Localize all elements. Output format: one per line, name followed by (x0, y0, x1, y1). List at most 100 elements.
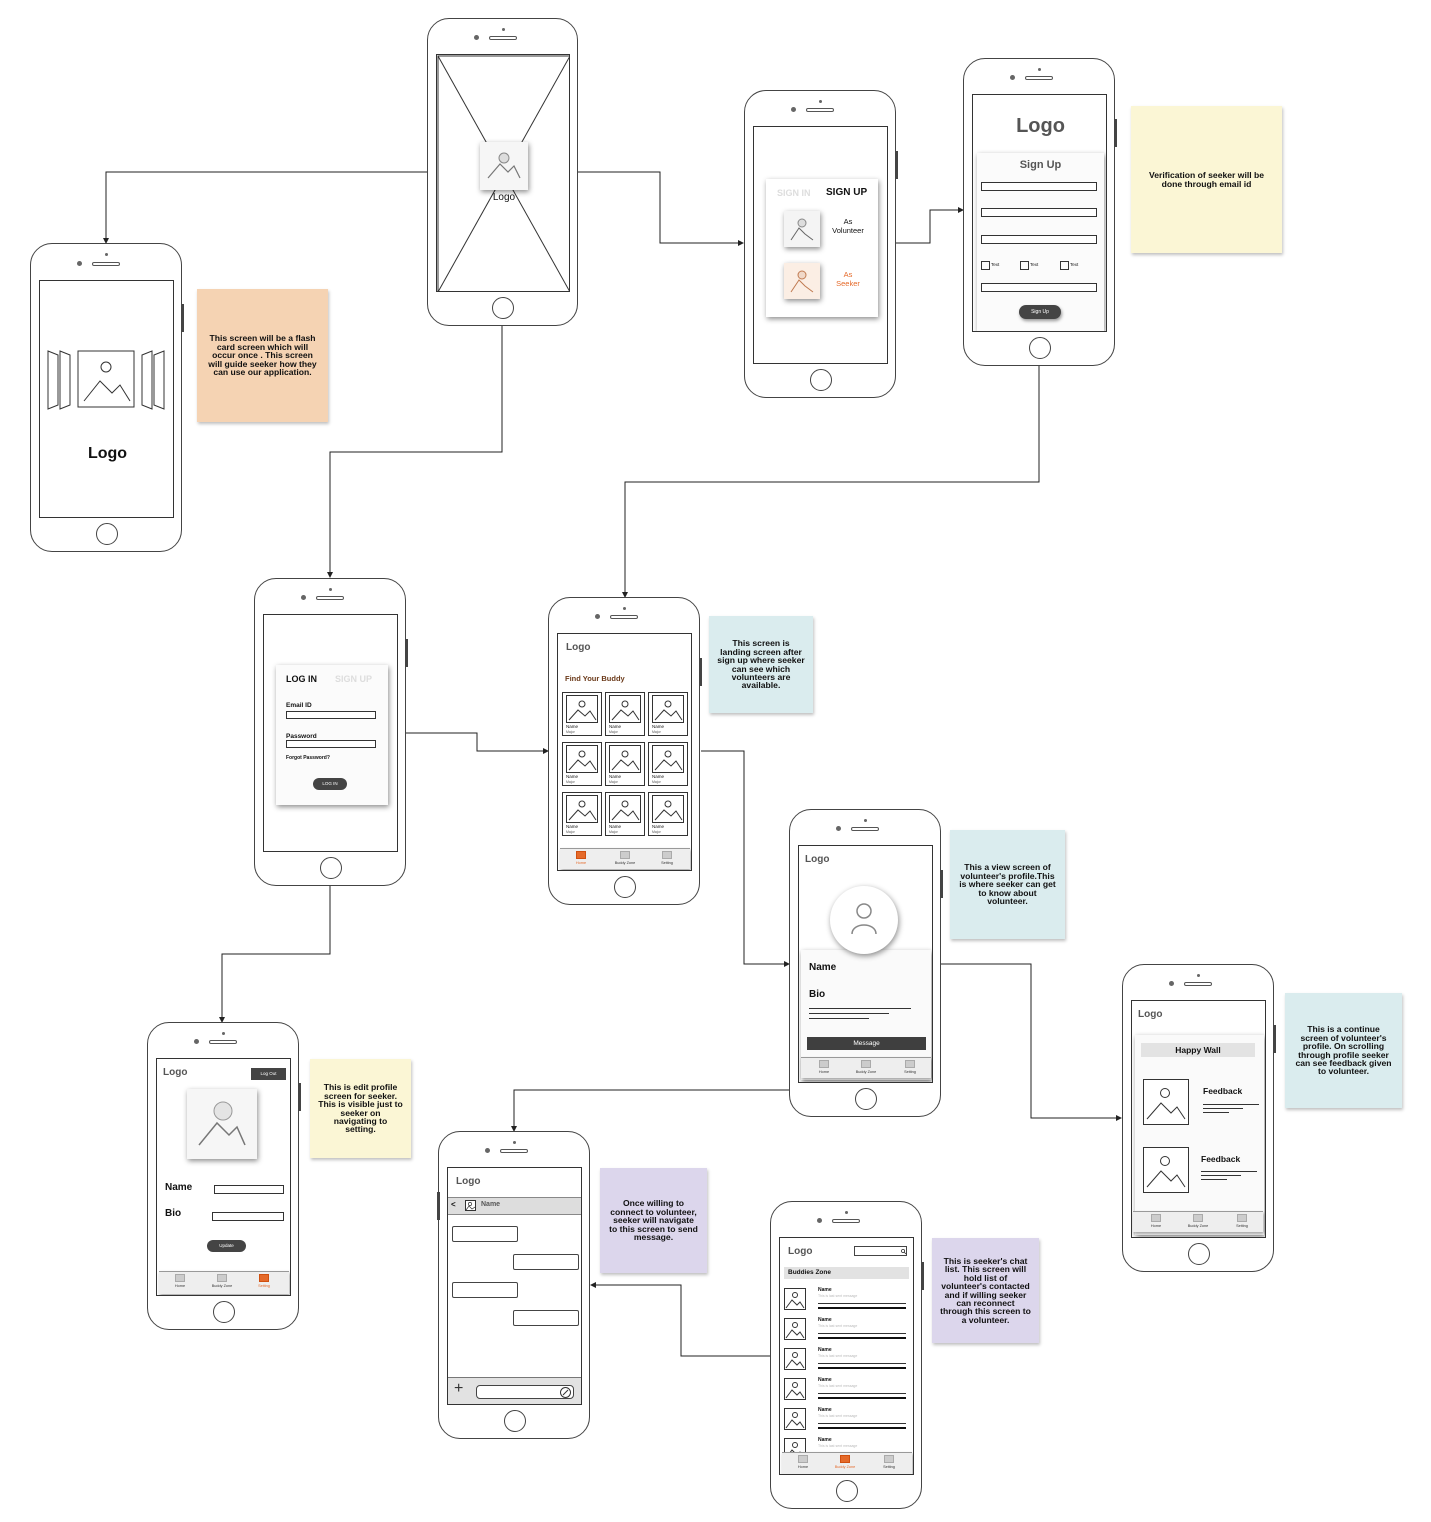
forgot-password-link[interactable]: Forgot Password? (286, 755, 330, 761)
volunteer-label[interactable]: As Volunteer (832, 217, 864, 235)
tab-setting[interactable]: Setting (661, 861, 673, 865)
wire-choice-to-signup (896, 207, 964, 244)
home-button[interactable] (320, 857, 342, 879)
tab-buddy-zone[interactable]: Buddy Zone (211, 1284, 233, 1288)
wire-splash-to-flashcard (103, 171, 427, 244)
home-button[interactable] (836, 1480, 858, 1502)
seeker-avatar[interactable] (784, 263, 820, 299)
contact-name: Name (818, 1407, 832, 1413)
tab-buddy-zone[interactable]: Buddy Zone (855, 1070, 877, 1074)
tab-home[interactable]: Home (818, 1070, 830, 1074)
tab-setting[interactable]: Setting (904, 1070, 916, 1074)
signup-field-2[interactable] (981, 208, 1097, 217)
back-button[interactable]: < (451, 1200, 456, 1209)
checkbox-2[interactable] (1020, 261, 1029, 270)
message-button[interactable]: Message (807, 1037, 926, 1050)
home-tab-icon[interactable] (798, 1455, 808, 1463)
home-tab-icon[interactable] (175, 1274, 185, 1282)
tab-signin[interactable]: SIGN IN (777, 188, 811, 198)
happy-wall-card: Happy Wall Feedback Feedback Home (1133, 1035, 1264, 1235)
signup-field-1[interactable] (981, 182, 1097, 191)
choice-card: SIGN IN SIGN UP As Volunteer As Seeker (766, 179, 878, 317)
home-button[interactable] (810, 369, 832, 391)
home-button[interactable] (614, 876, 636, 898)
home-button[interactable] (1188, 1243, 1210, 1265)
tab-signup[interactable]: SIGN UP (826, 187, 868, 198)
tab-home[interactable]: Home (1150, 1224, 1162, 1228)
setting-tab-icon[interactable] (662, 851, 672, 859)
logout-button[interactable]: Log Out (251, 1068, 286, 1080)
tab-buddy-zone[interactable]: Buddy Zone (614, 861, 636, 865)
volunteer-avatar[interactable] (784, 211, 820, 247)
tab-home[interactable]: Home (797, 1465, 809, 1469)
image-icon (609, 745, 641, 773)
tab-bar: Home Buddy Zone Setting (1133, 1211, 1263, 1232)
home-button[interactable] (96, 523, 118, 545)
avatar[interactable] (187, 1089, 257, 1159)
home-button[interactable] (492, 297, 514, 319)
email-field[interactable] (286, 711, 376, 719)
buddy-zone-tab-icon[interactable] (620, 851, 630, 859)
tab-setting[interactable]: Setting (883, 1465, 895, 1469)
tab-setting[interactable]: Setting (258, 1284, 270, 1288)
setting-tab-icon[interactable] (259, 1274, 269, 1282)
tab-login[interactable]: LOG IN (286, 674, 317, 684)
name-field[interactable] (214, 1185, 284, 1194)
tab-signup[interactable]: SIGN UP (335, 674, 373, 684)
home-button[interactable] (1029, 337, 1051, 359)
feedback-title-2: Feedback (1201, 1154, 1241, 1164)
signup-field-4[interactable] (981, 283, 1097, 292)
update-button[interactable]: Update (207, 1240, 246, 1252)
login-screen: LOG IN SIGN UP Email ID Password Forgot … (263, 614, 398, 852)
send-icon[interactable] (560, 1387, 571, 1398)
tab-home[interactable]: Home (575, 861, 587, 865)
password-field[interactable] (286, 740, 376, 748)
seeker-label[interactable]: As Seeker (836, 270, 860, 288)
checkbox-1[interactable] (981, 261, 990, 270)
home-tab-icon[interactable] (1151, 1214, 1161, 1222)
home-button[interactable] (855, 1088, 877, 1110)
home-button[interactable] (213, 1301, 235, 1323)
buddy-zone-tab-icon[interactable] (840, 1455, 850, 1463)
feedback-line (1201, 1179, 1227, 1181)
tab-buddy-zone[interactable]: Buddy Zone (1187, 1224, 1209, 1228)
message-input[interactable] (476, 1385, 574, 1399)
add-attachment-icon[interactable]: + (454, 1380, 464, 1397)
checkbox-3[interactable] (1060, 261, 1069, 270)
buddy-zone-tab-icon[interactable] (217, 1274, 227, 1282)
tab-setting[interactable]: Setting (1236, 1224, 1248, 1228)
bio-field[interactable] (212, 1212, 284, 1221)
buddy-zone-tab-icon[interactable] (1193, 1214, 1203, 1222)
signup-field-3[interactable] (981, 235, 1097, 244)
home-tab-icon[interactable] (819, 1060, 829, 1068)
buddy-zone-tab-icon[interactable] (861, 1060, 871, 1068)
name-label: Name (165, 1182, 193, 1193)
search-input[interactable] (854, 1246, 907, 1256)
buddy-major: Major (566, 830, 575, 834)
setting-tab-icon[interactable] (884, 1455, 894, 1463)
setting-tab-icon[interactable] (905, 1060, 915, 1068)
home-tab-icon[interactable] (576, 851, 586, 859)
login-button[interactable]: LOG IN (313, 778, 347, 790)
signup-button[interactable]: Sign Up (1019, 305, 1061, 319)
tab-buddy-zone[interactable]: Buddy Zone (834, 1465, 856, 1469)
home-button[interactable] (504, 1410, 526, 1432)
tab-home[interactable]: Home (174, 1284, 186, 1288)
setting-tab-icon[interactable] (1237, 1214, 1247, 1222)
